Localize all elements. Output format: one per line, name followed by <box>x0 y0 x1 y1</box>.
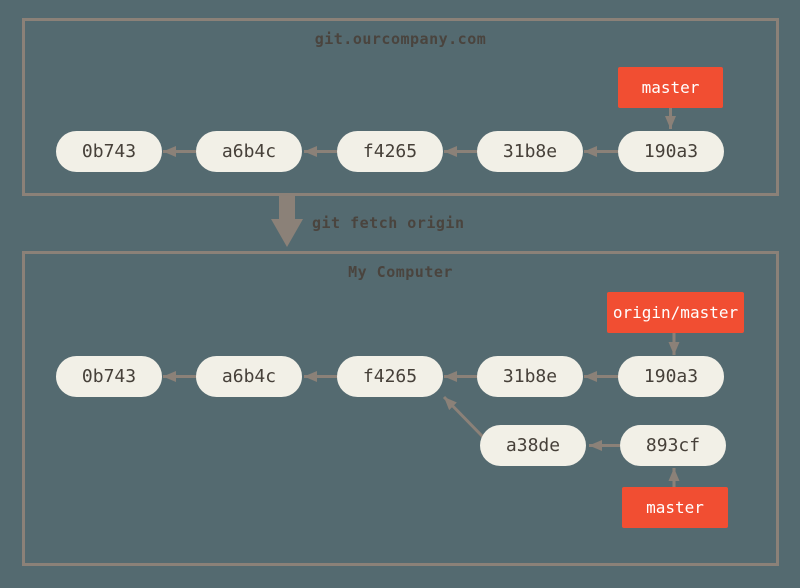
commit-f4265-remote: f4265 <box>337 131 443 172</box>
commit-0b743-remote: 0b743 <box>56 131 162 172</box>
commit-a6b4c-local: a6b4c <box>196 356 302 397</box>
commit-31b8e-remote: 31b8e <box>477 131 583 172</box>
commit-a38de-local: a38de <box>480 425 586 466</box>
commit-190a3-remote: 190a3 <box>618 131 724 172</box>
fetch-arrow <box>271 196 303 247</box>
arrow-a38de-to-f4265 <box>442 395 486 440</box>
remote-repo-title: git.ourcompany.com <box>314 30 487 48</box>
commit-f4265-local: f4265 <box>337 356 443 397</box>
commit-31b8e-local: 31b8e <box>477 356 583 397</box>
fetch-command-label: git fetch origin <box>312 214 465 232</box>
remote-repo-box: git.ourcompany.com <box>22 18 779 196</box>
commit-0b743-local: 0b743 <box>56 356 162 397</box>
commit-190a3-local: 190a3 <box>618 356 724 397</box>
local-repo-box: My Computer <box>22 251 779 566</box>
remote-master-ref: master <box>618 67 723 108</box>
commit-a6b4c-remote: a6b4c <box>196 131 302 172</box>
local-repo-title: My Computer <box>348 263 453 281</box>
commit-893cf-local: 893cf <box>620 425 726 466</box>
local-master-ref: master <box>622 487 728 528</box>
origin-master-ref: origin/master <box>607 292 744 333</box>
